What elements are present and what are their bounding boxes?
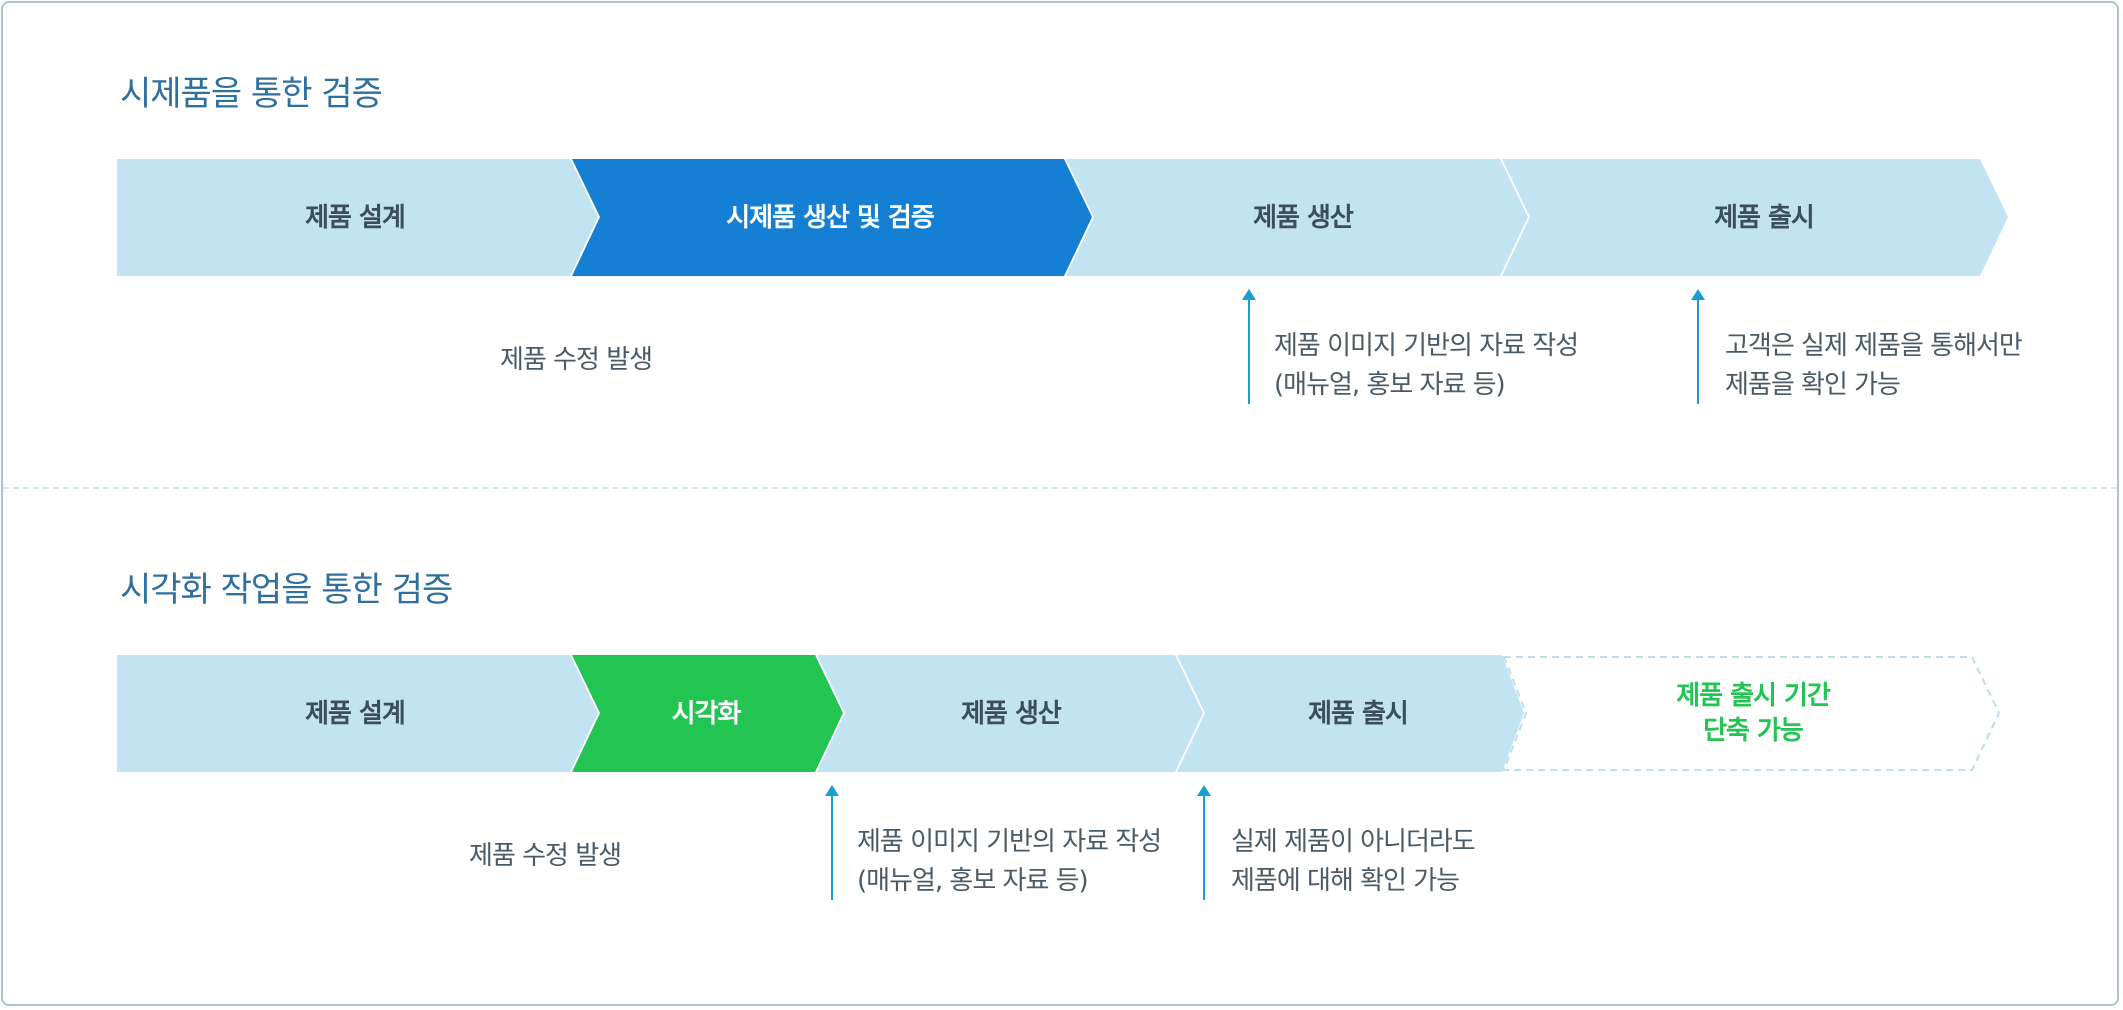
section-divider bbox=[3, 487, 2117, 489]
section2-stage-release-label: 제품 출시 bbox=[1308, 699, 1408, 729]
section2-arrow-check bbox=[1197, 785, 1211, 900]
section1-stage-prototype bbox=[572, 159, 1092, 276]
section1-note-check: 고객은 실제 제품을 통해서만 제품을 확인 가능 bbox=[1725, 327, 2023, 405]
section2-note-doc: 제품 이미지 기반의 자료 작성 (매뉴얼, 홍보 자료 등) bbox=[857, 823, 1162, 901]
section1-note-doc-line1: 제품 이미지 기반의 자료 작성 bbox=[1274, 331, 1579, 361]
section1-arrow-doc bbox=[1242, 289, 1256, 404]
section1-note-revision: 제품 수정 발생 bbox=[500, 345, 653, 375]
section1-arrow-check bbox=[1691, 289, 1705, 404]
arrow-up-icon bbox=[1691, 289, 1705, 300]
section1-stage-release-label: 제품 출시 bbox=[1714, 203, 1814, 233]
section2-stage-production-label: 제품 생산 bbox=[961, 699, 1062, 729]
section1-stage-prototype-label: 시제품 생산 및 검증 bbox=[726, 203, 934, 233]
section2-note-doc-line2: (매뉴얼, 홍보 자료 등) bbox=[857, 866, 1089, 896]
arrow-up-icon bbox=[1197, 785, 1211, 796]
section2-stage-visualization-label: 시각화 bbox=[672, 699, 742, 729]
section2-stage-outcome bbox=[1502, 656, 2001, 771]
section2-stage-release bbox=[1177, 655, 1524, 772]
section1-stage-release bbox=[1502, 159, 2008, 276]
section1-stage-design-label: 제품 설계 bbox=[305, 203, 405, 233]
section2-stage-production bbox=[817, 655, 1203, 772]
section2-stage-design bbox=[117, 655, 598, 772]
section2-note-check-line2: 제품에 대해 확인 가능 bbox=[1231, 866, 1460, 896]
section2-note-revision: 제품 수정 발생 bbox=[469, 841, 622, 871]
section1-note-doc-line2: (매뉴얼, 홍보 자료 등) bbox=[1274, 370, 1506, 400]
section2-note-doc-line1: 제품 이미지 기반의 자료 작성 bbox=[857, 827, 1162, 857]
section1-stage-production bbox=[1066, 159, 1528, 276]
section2-stage-design-label: 제품 설계 bbox=[305, 699, 405, 729]
section1-stage-production-label: 제품 생산 bbox=[1253, 203, 1354, 233]
section2-stage-visualization bbox=[572, 655, 843, 772]
section2-note-check-line1: 실제 제품이 아니더라도 bbox=[1231, 827, 1476, 857]
section2-outcome-line2: 단축 가능 bbox=[1703, 716, 1804, 746]
section1-note-check-line1: 고객은 실제 제품을 통해서만 bbox=[1725, 331, 2023, 361]
section2-title: 시각화 작업을 통한 검증 bbox=[120, 570, 453, 610]
arrow-up-icon bbox=[825, 785, 839, 796]
section1-note-doc: 제품 이미지 기반의 자료 작성 (매뉴얼, 홍보 자료 등) bbox=[1274, 327, 1579, 405]
section2-outcome-line1: 제품 출시 기간 bbox=[1676, 681, 1831, 711]
section1-note-check-line2: 제품을 확인 가능 bbox=[1725, 370, 1901, 400]
section1-stage-design bbox=[117, 159, 598, 276]
section2-note-check: 실제 제품이 아니더라도 제품에 대해 확인 가능 bbox=[1231, 823, 1476, 901]
arrow-up-icon bbox=[1242, 289, 1256, 300]
section2-arrow-doc bbox=[825, 785, 839, 900]
section1-title: 시제품을 통한 검증 bbox=[120, 74, 383, 114]
